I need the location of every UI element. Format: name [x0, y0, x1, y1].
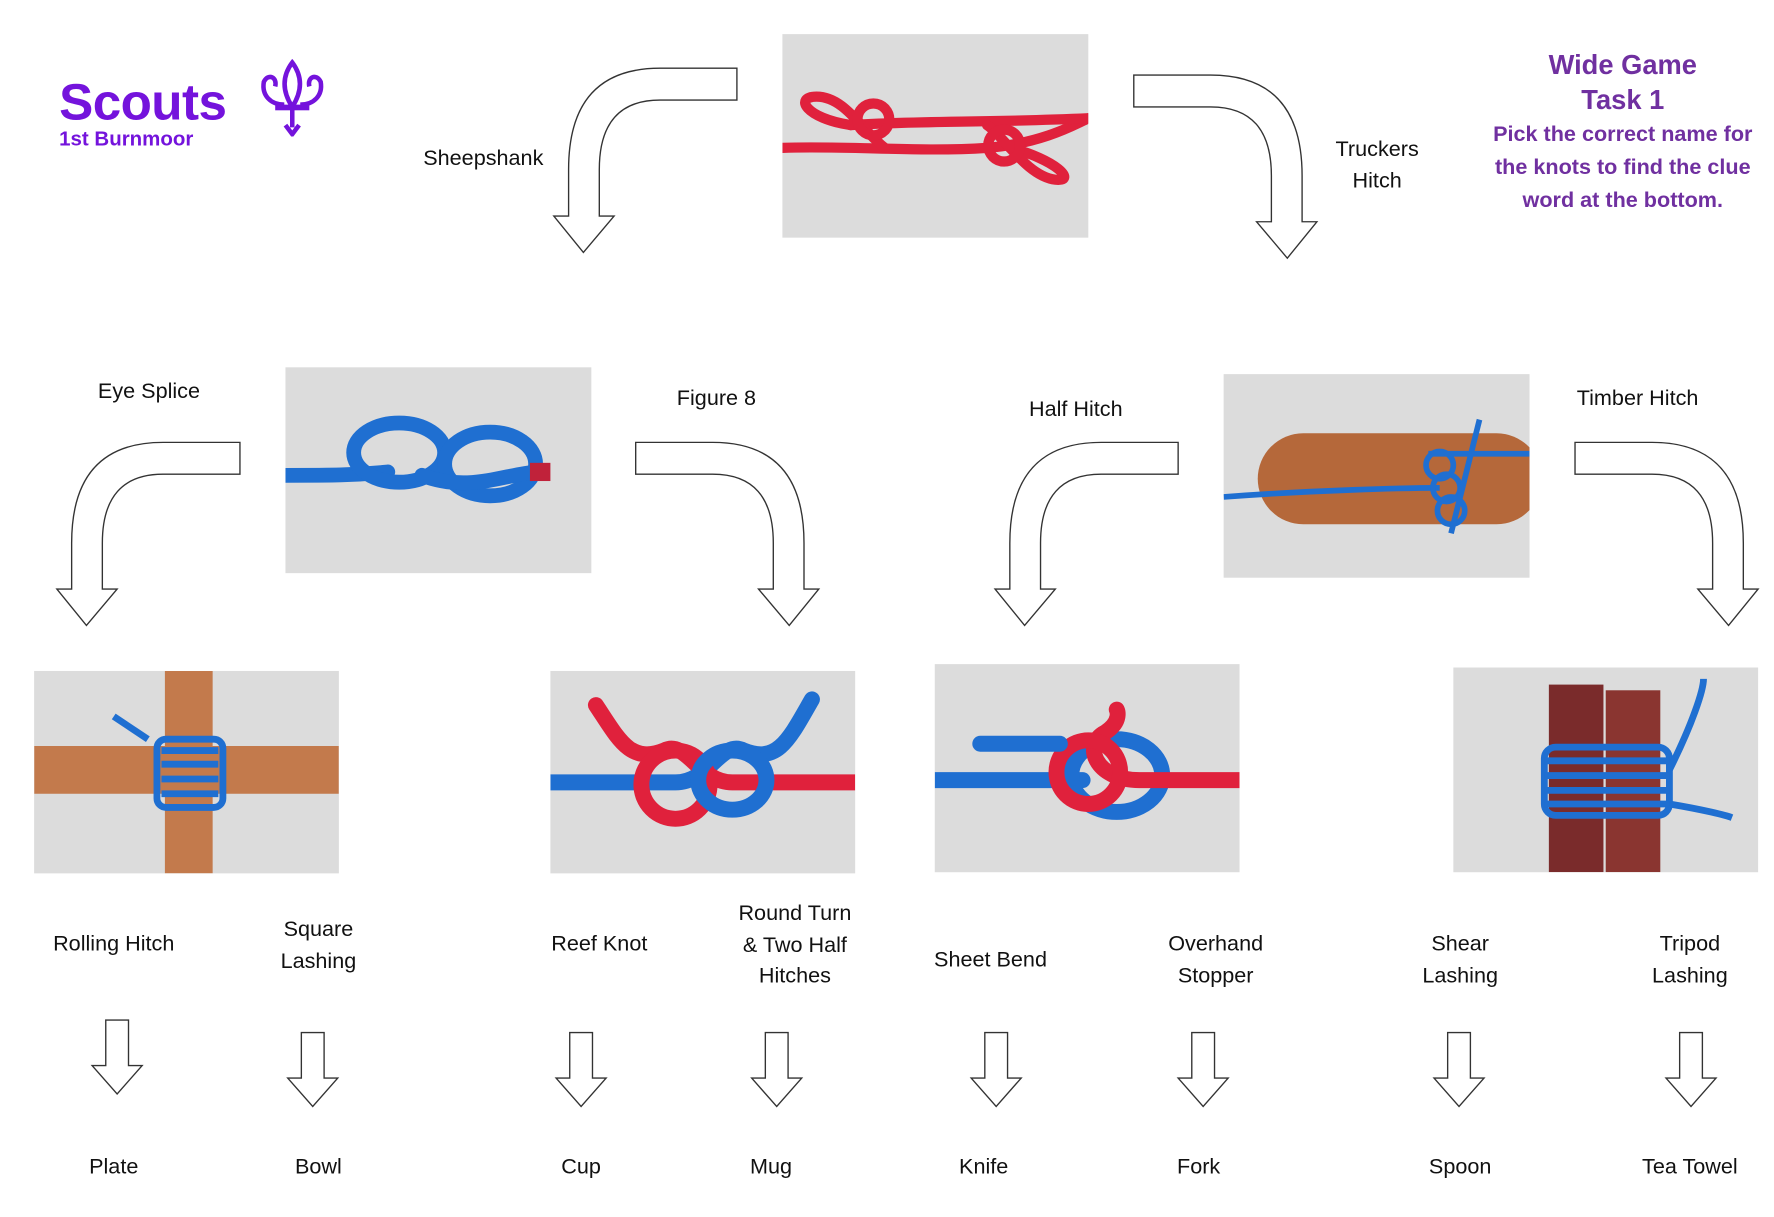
label-timber-hitch: Timber Hitch — [1576, 386, 1699, 411]
knot-name-option: Reef Knot — [551, 929, 647, 960]
knot-image-timber-hitch — [1223, 374, 1530, 578]
down-arrow-icon — [750, 1031, 804, 1108]
knot-image-sheepshank — [782, 34, 1089, 238]
down-arrow-icon — [90, 1019, 144, 1096]
clue-word: Plate — [89, 1155, 139, 1180]
clue-word: Fork — [1177, 1155, 1221, 1180]
knot-name-line: Square — [283, 917, 354, 942]
knot-image-shear-lashing — [1453, 667, 1759, 873]
curved-arrow-icon — [552, 67, 738, 254]
knot-image-figure-8 — [285, 367, 592, 574]
knot-name-line: Hitches — [758, 964, 831, 989]
knot-name-line: Round Turn — [738, 901, 852, 926]
knot-image-sheet-bend — [934, 664, 1240, 873]
label-sheepshank: Sheepshank — [423, 146, 544, 171]
down-arrow-icon — [1664, 1031, 1718, 1108]
label-truckers-hitch: Truckers Hitch — [1336, 134, 1419, 197]
clue-word: Tea Towel — [1642, 1155, 1738, 1180]
knot-image-reef-knot — [550, 670, 856, 874]
task-subtitle: Task 1 — [1581, 85, 1665, 116]
down-arrow-icon — [969, 1031, 1023, 1108]
knot-name-line: Reef Knot — [551, 932, 648, 957]
task-title: Wide Game — [1548, 50, 1697, 81]
curved-arrow-icon — [1574, 441, 1760, 627]
knot-image-rolling-hitch — [34, 670, 339, 874]
knot-name-line: Overhand — [1168, 932, 1264, 957]
knot-name-option: Rolling Hitch — [53, 929, 174, 960]
curved-arrow-icon — [1133, 74, 1319, 260]
label-eye-splice: Eye Splice — [97, 379, 201, 404]
curved-arrow-icon — [635, 441, 821, 627]
logo-brand: Scouts — [59, 72, 227, 131]
clue-word: Spoon — [1428, 1155, 1492, 1180]
knot-name-line: Tripod — [1659, 932, 1721, 957]
curved-arrow-icon — [993, 441, 1179, 627]
knot-name-line: Lashing — [280, 948, 357, 973]
knot-name-option: Sheet Bend — [934, 945, 1047, 976]
clue-word: Knife — [959, 1155, 1009, 1180]
label-line: Truckers — [1335, 137, 1419, 162]
instruction-line: Pick the correct name for — [1493, 122, 1753, 147]
knot-name-line: & Two Half — [742, 933, 847, 957]
knot-name-line: Rolling Hitch — [53, 932, 175, 957]
knot-name-line: Sheet Bend — [934, 948, 1047, 973]
label-half-hitch: Half Hitch — [1028, 398, 1123, 422]
knot-name-line: Stopper — [1177, 963, 1254, 988]
curved-arrow-icon — [55, 441, 241, 627]
down-arrow-icon — [1176, 1031, 1230, 1108]
down-arrow-icon — [1432, 1031, 1486, 1108]
clue-word: Bowl — [294, 1155, 342, 1180]
clue-word: Mug — [750, 1155, 793, 1180]
instruction-line: word at the bottom. — [1522, 188, 1724, 213]
knot-name-line: Shear — [1431, 932, 1489, 957]
label-line: Hitch — [1352, 168, 1402, 193]
label-figure-8: Figure 8 — [676, 386, 757, 411]
down-arrow-icon — [554, 1031, 608, 1108]
knot-name-line: Lashing — [1652, 963, 1728, 988]
logo-group: 1st Burnmoor — [59, 127, 194, 151]
scouts-logo: Scouts 1st Burnmoor — [59, 72, 227, 151]
down-arrow-icon — [286, 1031, 340, 1108]
clue-word: Cup — [561, 1155, 601, 1180]
instruction-line: the knots to find the clue — [1494, 155, 1751, 180]
task-header: Wide Game Task 1 Pick the correct name f… — [1475, 48, 1771, 217]
knot-name-line: Lashing — [1422, 963, 1499, 988]
fleur-de-lis-icon — [261, 59, 324, 137]
